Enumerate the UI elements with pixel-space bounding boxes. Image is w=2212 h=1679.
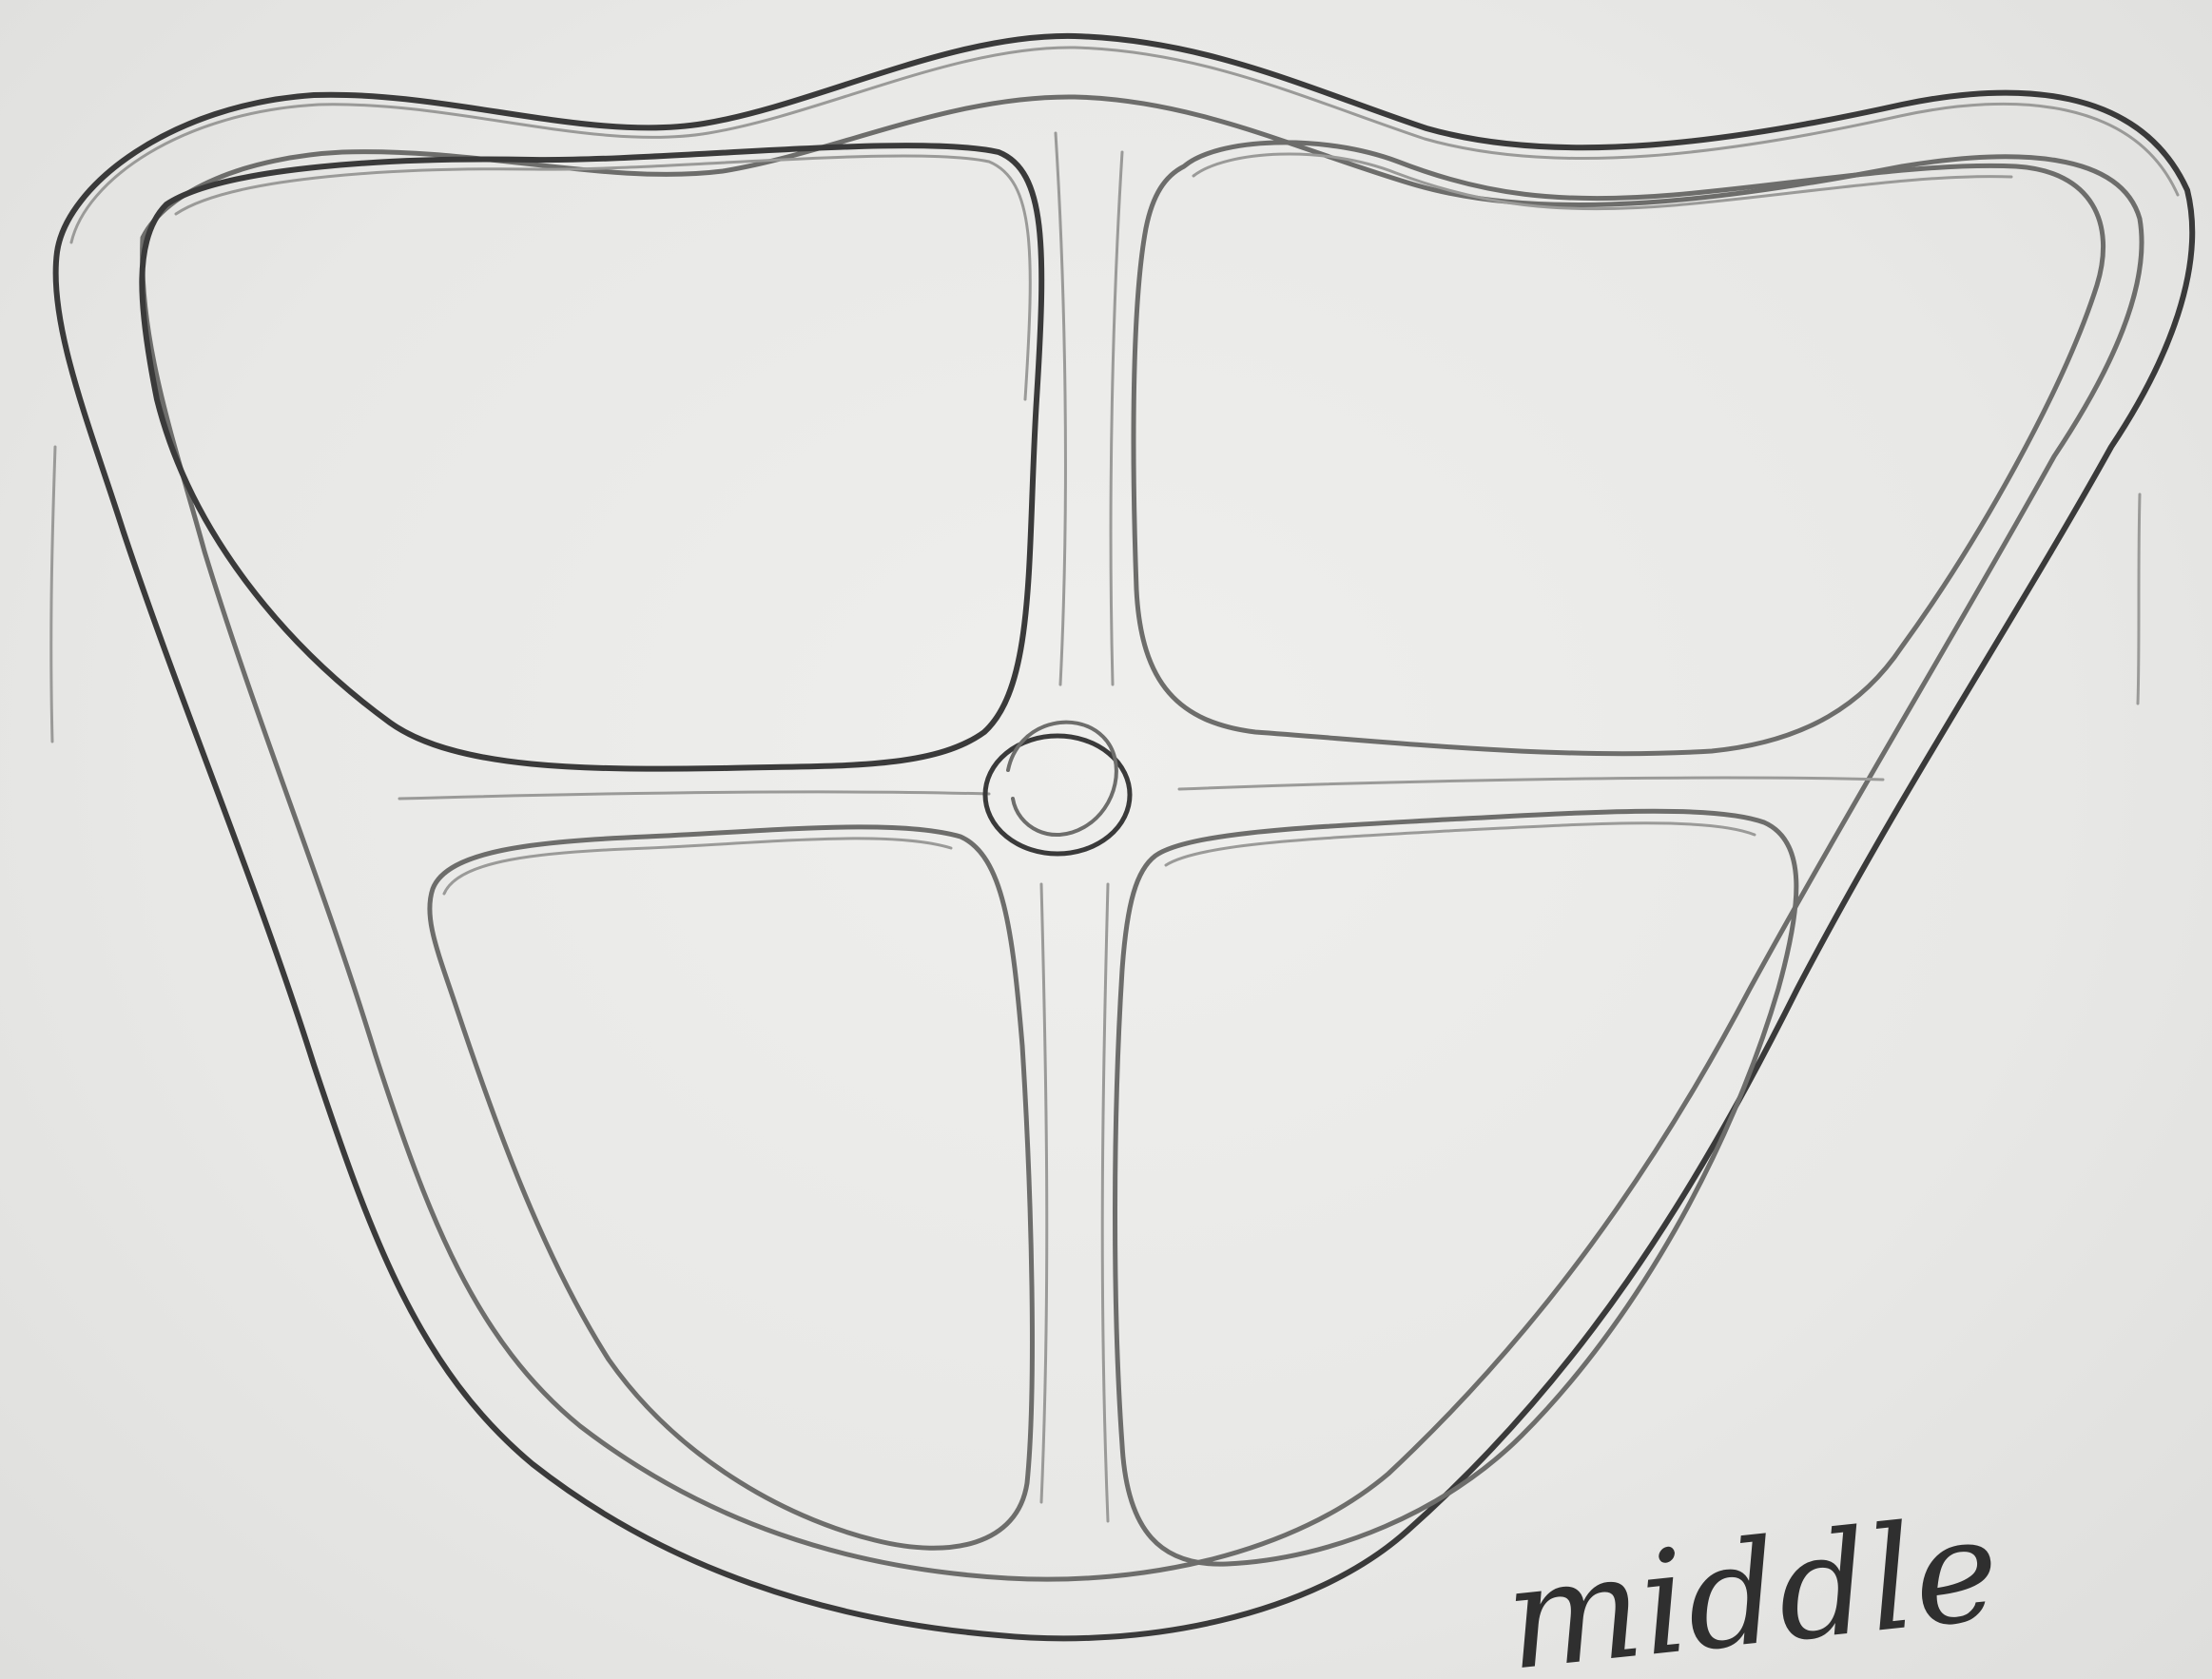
outer-wall	[56, 36, 2193, 1638]
septa-lines	[399, 133, 1883, 1521]
chamber-bottom-left	[430, 827, 1033, 1548]
central-canal	[985, 723, 1130, 854]
chamber-top-right	[1134, 143, 2104, 754]
handwritten-annotation: middle	[1499, 1487, 2007, 1679]
margin-marks	[51, 447, 2140, 742]
chamber-bottom-right	[1116, 811, 1796, 1564]
chamber-top-left	[142, 145, 1041, 769]
